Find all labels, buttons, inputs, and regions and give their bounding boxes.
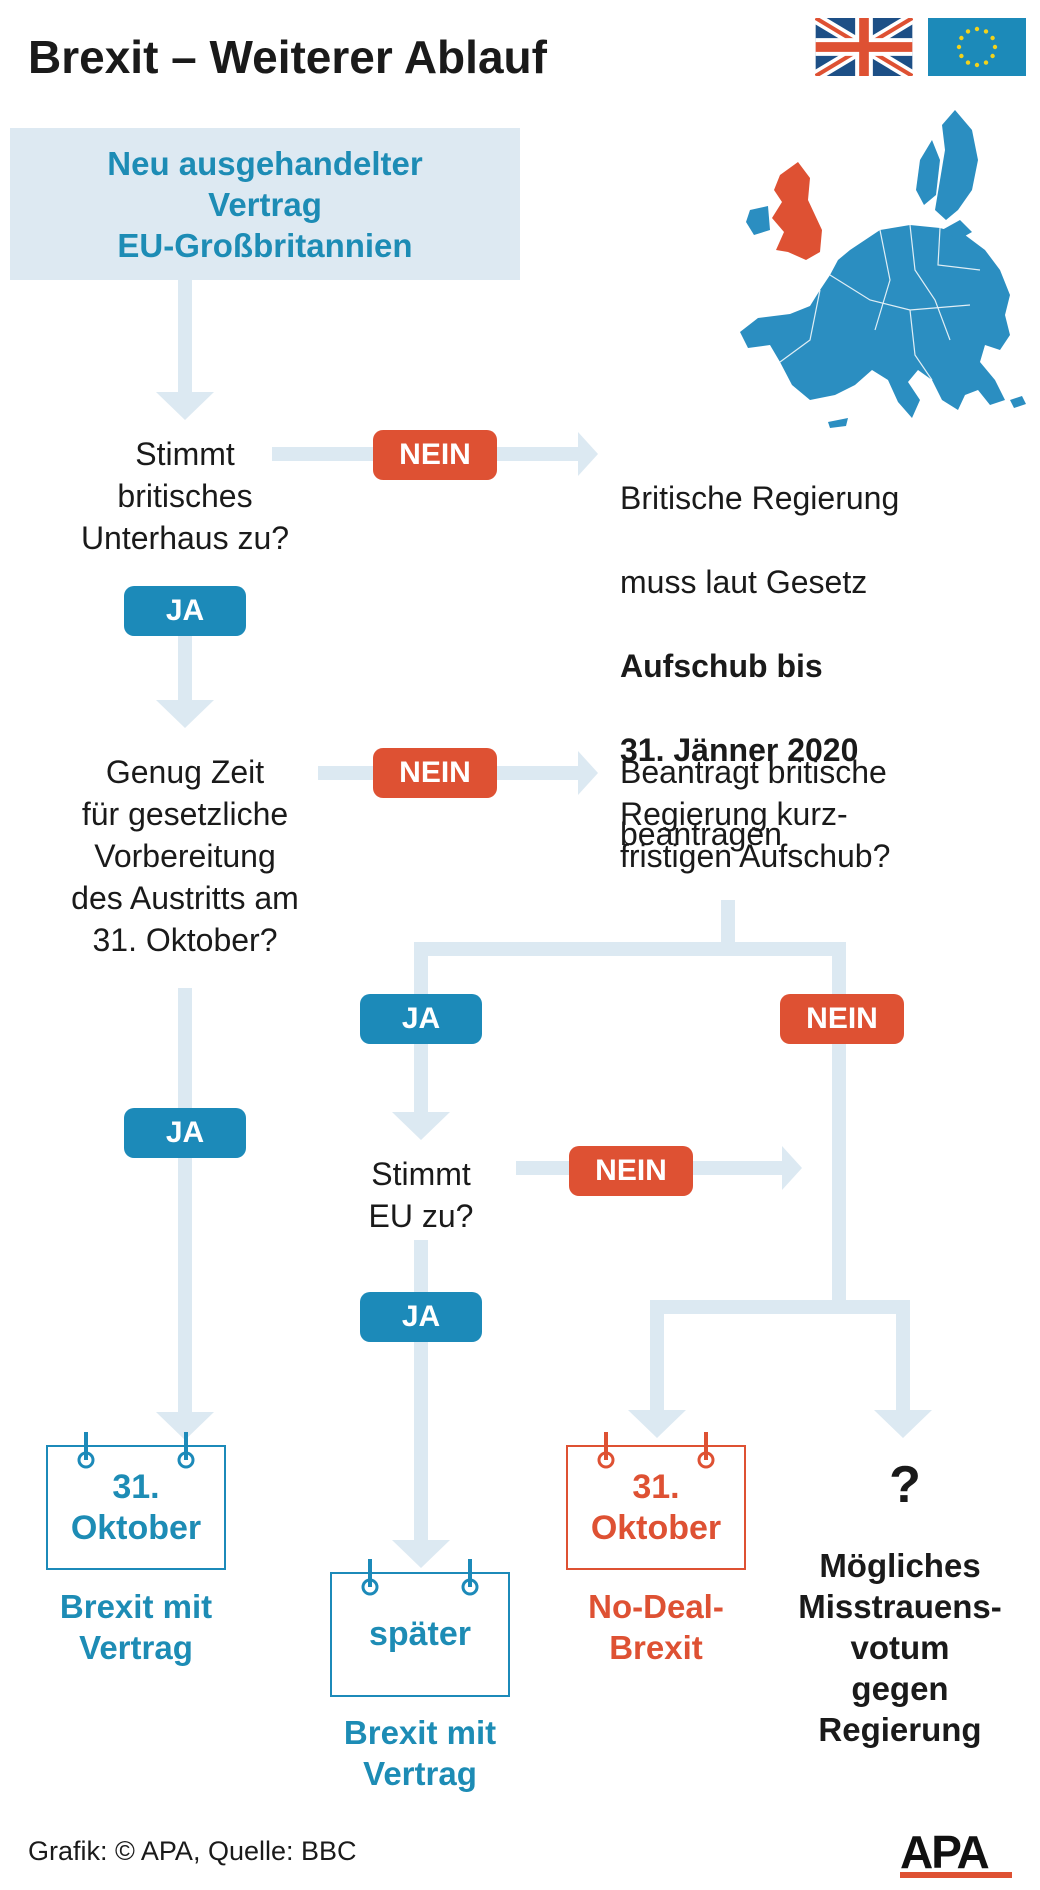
outcome-brexit-deal-2: Brexit mit Vertrag	[343, 1714, 497, 1792]
calendar-date-3: 31. Oktober	[590, 1467, 722, 1547]
apa-logo: APA	[900, 1826, 1012, 1883]
nein-badge-3: NEIN	[780, 994, 904, 1044]
calendar-rings-3	[597, 1432, 715, 1469]
arrow-head-cal2	[392, 1540, 450, 1568]
result-line-3: beantragen	[620, 816, 782, 852]
question-house-of-commons: Stimmt britisches Unterhaus zu?	[80, 436, 290, 556]
connector-q3-bar	[414, 942, 846, 956]
result-line-2: muss laut Gesetz	[620, 564, 868, 600]
calendar-date-1: 31. Oktober	[70, 1467, 202, 1547]
connector-lower-right	[896, 1300, 910, 1410]
result-extension-request: Britische Regierung muss laut Gesetz Auf…	[620, 435, 1020, 897]
result-bold-2: 31. Jänner 2020	[620, 732, 859, 768]
arrow-head-q1	[156, 392, 214, 420]
outcome-no-deal: No-Deal- Brexit	[588, 1588, 724, 1666]
europe-map-icon	[710, 100, 1030, 435]
connector-start-q1	[178, 280, 192, 392]
outcome-no-confidence-vote: Mögliches Misstrauens- votum gegen Regie…	[798, 1547, 1002, 1748]
ja-badge-3: JA	[124, 1108, 246, 1158]
eu-flag-icon	[928, 18, 1026, 81]
connector-lower-left	[650, 1300, 664, 1410]
arrow-head-cal1	[156, 1412, 214, 1440]
calendar-date-2: später	[368, 1615, 472, 1653]
connector-ja1-q2	[178, 636, 192, 700]
calendar-icon: 31. Oktober	[46, 1445, 226, 1570]
calendar-rings-1	[77, 1432, 195, 1469]
nein-badge-1: NEIN	[373, 430, 497, 480]
start-box: Neu ausgehandelter Vertrag EU-Großbritan…	[10, 128, 520, 280]
arrow-head-q4	[392, 1112, 450, 1140]
connector-lower-bar	[650, 1300, 910, 1314]
result-line-1: Britische Regierung	[620, 480, 900, 516]
ja-badge-4: JA	[360, 1292, 482, 1342]
result-bold-1: Aufschub bis	[620, 648, 823, 684]
page-title: Brexit – Weiterer Ablauf	[28, 31, 547, 83]
question-eu-agrees: Stimmt EU zu?	[368, 1156, 474, 1234]
nein-badge-4: NEIN	[569, 1146, 693, 1196]
svg-text:APA: APA	[900, 1828, 988, 1878]
connector-q4-cal2	[414, 1240, 428, 1540]
calendar-icon: 31. Oktober	[566, 1445, 746, 1570]
arrow-head-result1	[578, 432, 598, 476]
outcome-brexit-deal-1: Brexit mit Vertrag	[59, 1588, 213, 1666]
arrow-head-q2	[156, 700, 214, 728]
nein-badge-2: NEIN	[373, 748, 497, 798]
ja-badge-1: JA	[124, 586, 246, 636]
arrow-head-q3	[578, 751, 598, 795]
arrow-head-q4-nein	[782, 1146, 802, 1190]
calendar-icon: später	[330, 1572, 510, 1697]
ja-badge-2: JA	[360, 994, 482, 1044]
arrow-head-vote	[874, 1410, 932, 1438]
calendar-rings-2	[361, 1559, 479, 1596]
question-short-extension: Beantragt britische Regierung kurz- fris…	[620, 754, 891, 874]
start-box-text: Neu ausgehandelter Vertrag EU-Großbritan…	[107, 144, 423, 264]
question-mark: ?	[889, 1456, 921, 1514]
uk-flag-icon	[812, 13, 916, 81]
connector-q2-cal1	[178, 988, 192, 1412]
source-credit: Grafik: © APA, Quelle: BBC	[28, 1836, 357, 1866]
arrow-head-cal3	[628, 1410, 686, 1438]
connector-q3-split	[721, 900, 735, 948]
question-enough-time: Genug Zeit für gesetzliche Vorbereitung …	[71, 754, 299, 958]
